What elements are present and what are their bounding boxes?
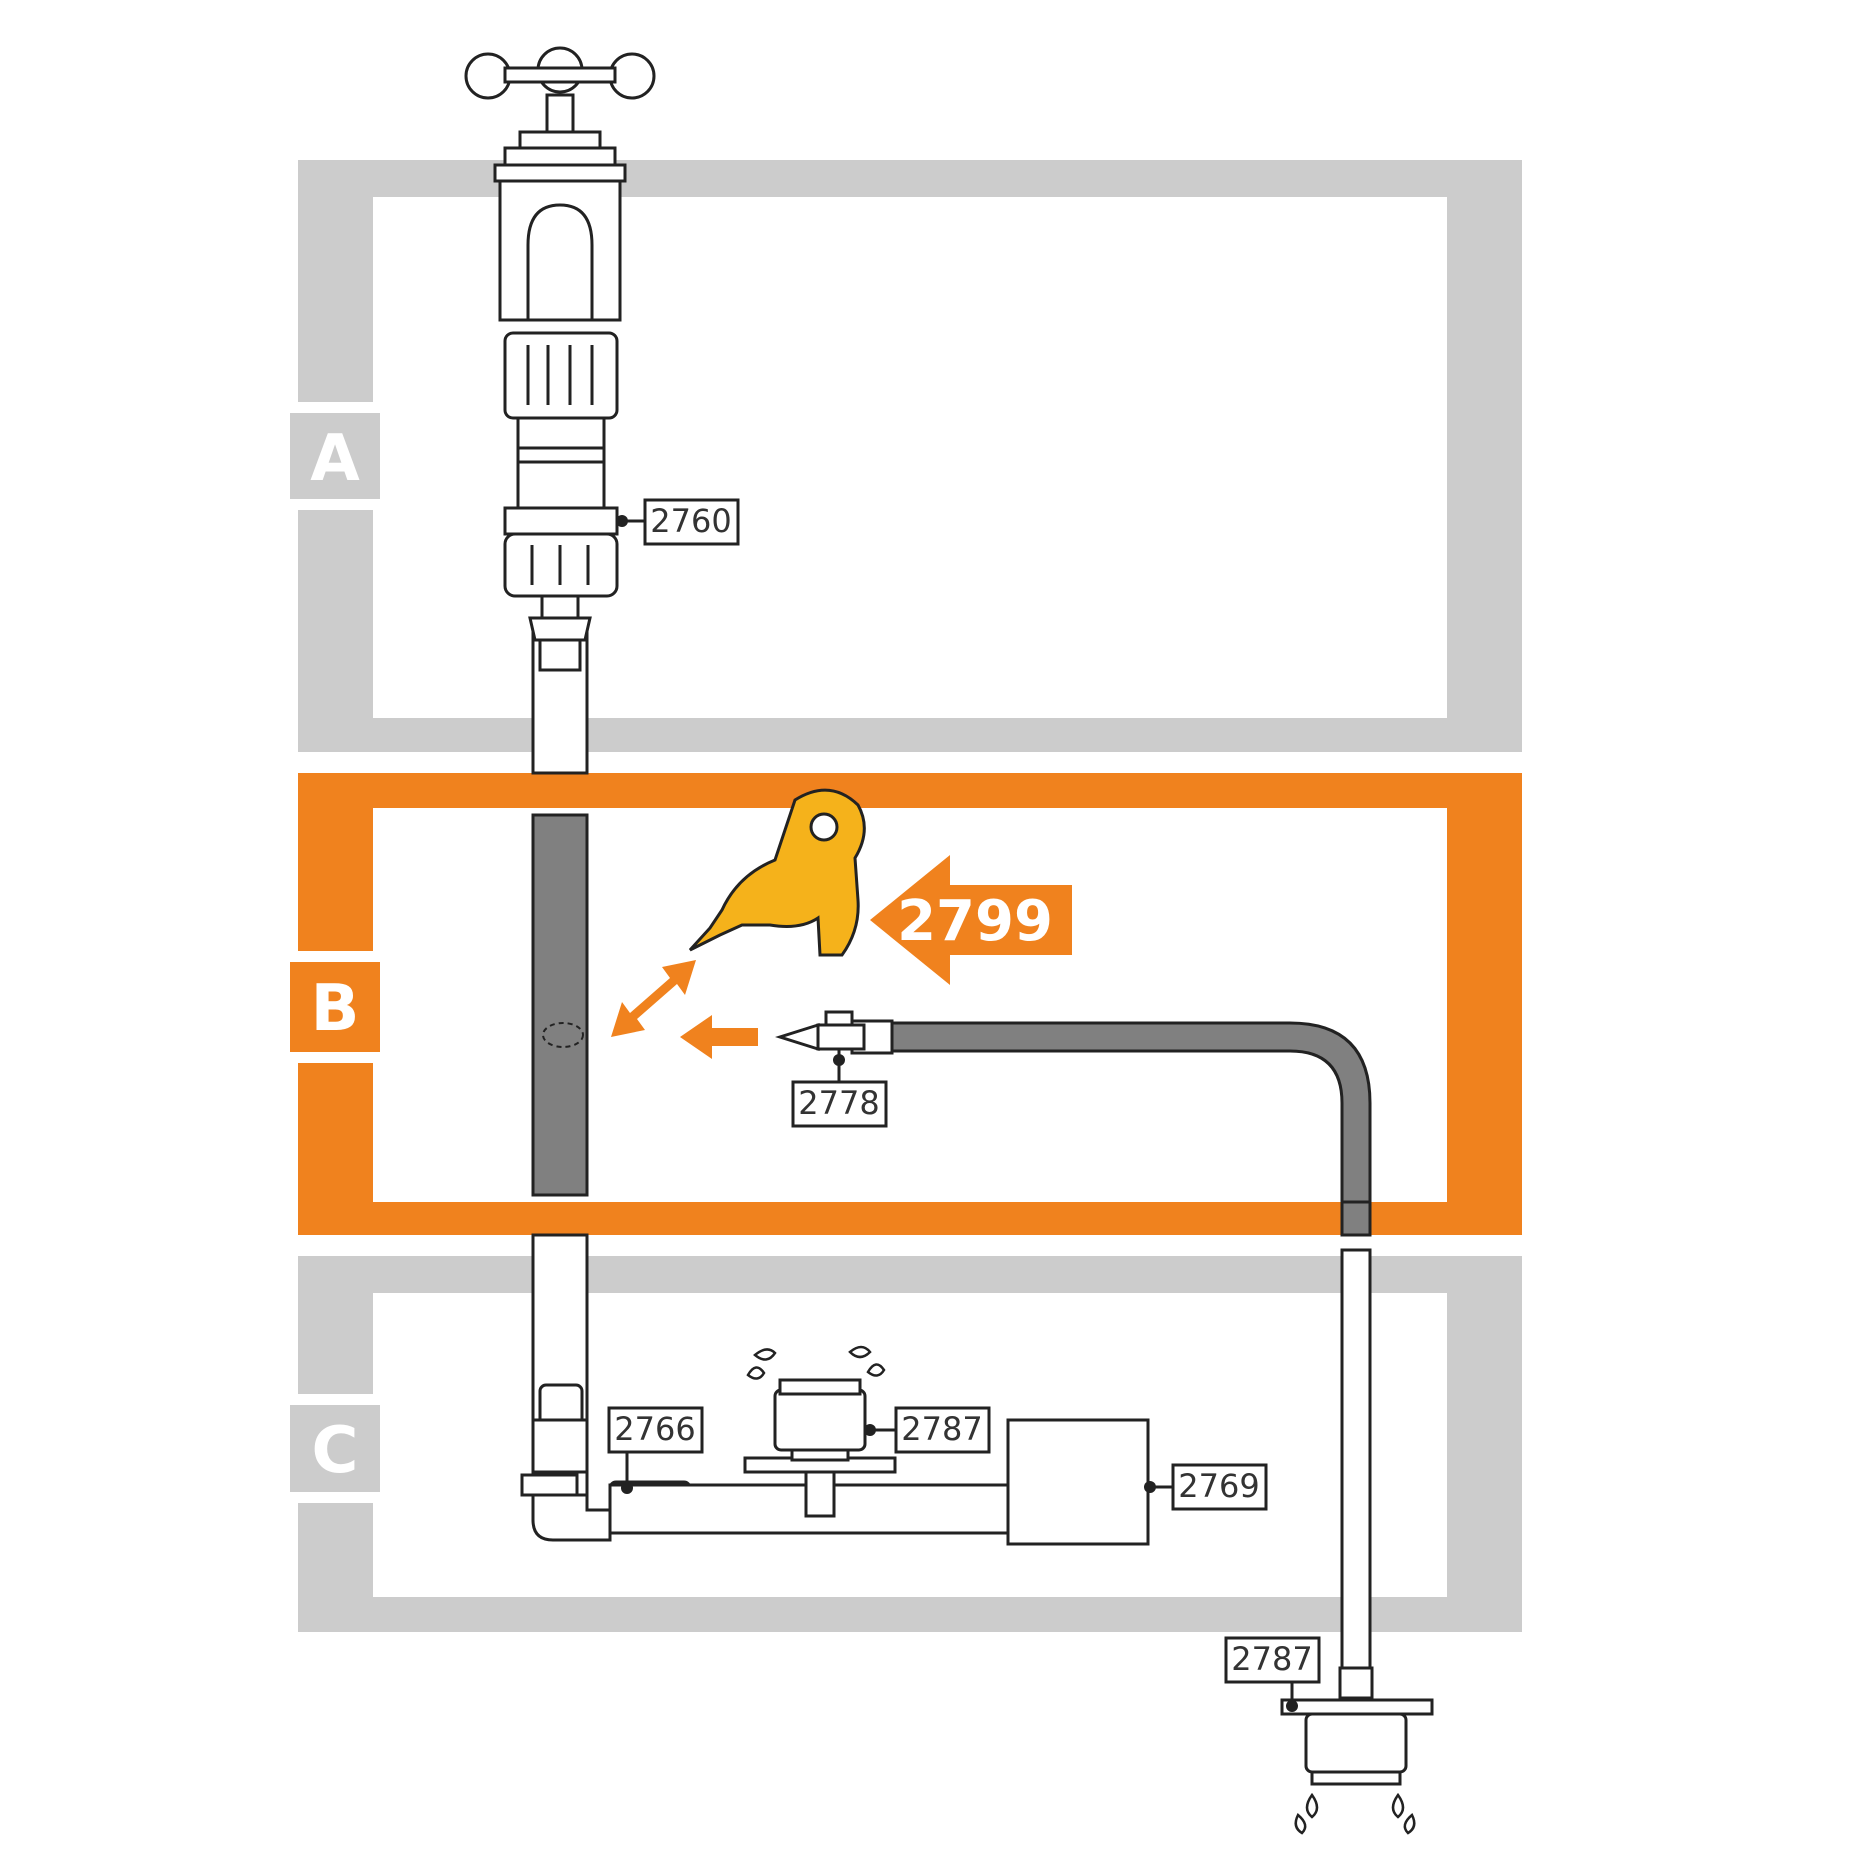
drain-valve-body (773, 1388, 867, 1452)
tool-2799-label: 2799 (897, 889, 1053, 954)
tap-nut-lower (503, 146, 617, 168)
callout-2766: 2766 (607, 1406, 704, 1494)
tool-2799-pointer-arrow-icon (870, 855, 1072, 985)
zone-b-badge-gap2 (290, 1052, 380, 1063)
tap-assembly (464, 46, 656, 672)
zone-c-badge-gap (290, 1394, 380, 1405)
water-drop-icon (753, 1348, 777, 1361)
action-arrows (611, 960, 758, 1059)
double-arrow-diagonal-icon (611, 960, 696, 1037)
callout-2778-label: 2778 (798, 1084, 879, 1122)
callout-2766-box (607, 1406, 704, 1454)
valve-2778-cap (824, 1010, 854, 1027)
zone-b-frame (298, 773, 1522, 1235)
lower-valve-body (531, 1418, 589, 1474)
water-drop-icon (866, 1363, 886, 1377)
tap-hose-clip (538, 638, 582, 672)
callout-2769-box (1171, 1463, 1268, 1511)
zone-b: B (290, 773, 1522, 1235)
water-drops-upper (746, 1345, 886, 1380)
valve-2778 (775, 1010, 894, 1072)
zone-a-badge-gap (290, 402, 380, 413)
drain-valve-outlet (804, 1470, 836, 1518)
tap-body (498, 179, 622, 322)
callout-2760-label: 2760 (650, 502, 731, 540)
water-drop-icon (746, 1366, 766, 1380)
callout-2769-dot (1144, 1481, 1156, 1493)
tap-handle-right-knob (608, 52, 656, 100)
t-handle-hole (809, 812, 839, 842)
t-handle-key-icon (688, 788, 866, 957)
pipe-hole-marker (542, 1022, 584, 1048)
water-drop-icon (1305, 1792, 1319, 1819)
zone-b-label: B (311, 972, 360, 1046)
lower-drain-bottom (1310, 1770, 1402, 1786)
right-pipe-segment-b (1340, 1200, 1372, 1237)
zone-a-badge (290, 413, 380, 499)
right-vertical-pipe (1340, 1200, 1372, 1670)
zone-c-badge (290, 1405, 380, 1492)
water-drop-icon (1391, 1792, 1405, 1819)
zone-a-label: A (310, 422, 360, 496)
zone-c: C (290, 1256, 1522, 1632)
lower-drain-valve (1280, 1666, 1434, 1786)
single-arrow-left-icon (680, 1015, 758, 1059)
callout-2787-lower: 2787 (1224, 1636, 1321, 1712)
callout-2787-lower-label: 2787 (1231, 1640, 1312, 1678)
zone-b-badge-gap (290, 951, 380, 962)
water-drop-icon (848, 1345, 872, 1359)
zone-b-badge (290, 962, 380, 1052)
zone-c-components (520, 1378, 1150, 1546)
tap-handle-left-knob (464, 52, 512, 100)
lower-drain-plate (1280, 1698, 1434, 1716)
tap-spigot (540, 594, 580, 622)
zone-a-badge-gap2 (290, 499, 380, 510)
callout-2787-upper-box (894, 1406, 991, 1454)
water-drop-icon (1294, 1813, 1307, 1835)
callout-2769-label: 2769 (1178, 1467, 1259, 1505)
tap-stem (545, 93, 575, 137)
zone-a-frame (298, 160, 1522, 752)
callout-2760: 2760 (616, 498, 740, 546)
tap-flange (493, 163, 627, 183)
callout-2769: 2769 (1144, 1463, 1268, 1511)
tool-2799: 2799 (688, 788, 1072, 985)
lower-elbow-flange (520, 1473, 579, 1497)
tap-hose-end (528, 616, 592, 642)
tap-coupling (503, 331, 619, 420)
drain-valve-collar (790, 1448, 850, 1462)
zone-c-badge-gap2 (290, 1492, 380, 1503)
callout-2766-label: 2766 (614, 1410, 695, 1448)
tap-inner-outline (526, 203, 594, 320)
zone-a: A (290, 160, 1522, 752)
lower-drain-stem (1338, 1666, 1374, 1700)
callout-2766-dot (621, 1482, 633, 1494)
horizontal-pipe-with-elbow (878, 1021, 1372, 1204)
water-drops-lower (1294, 1792, 1416, 1835)
zone-b-horizontal-pipe (878, 1021, 1372, 1204)
tank-box (1006, 1418, 1150, 1546)
valve-2778-body (816, 1023, 866, 1051)
tap-connector-ring (503, 506, 619, 536)
callout-2787-lower-box (1224, 1636, 1321, 1684)
drain-valve-top (778, 1378, 862, 1396)
callout-2787-lower-dot (1286, 1700, 1298, 1712)
callout-2778: 2778 (791, 1054, 888, 1128)
pipe-zone-b-segment (531, 813, 589, 1197)
callout-2787-upper-dot (864, 1424, 876, 1436)
callout-2778-box (791, 1080, 888, 1128)
water-drop-icon (1403, 1813, 1416, 1835)
callout-2787-upper-label: 2787 (901, 1410, 982, 1448)
right-pipe-segment-lower (1340, 1248, 1372, 1670)
callout-2760-dot (616, 515, 628, 527)
callout-2787-upper: 2787 (864, 1406, 991, 1454)
lower-elbow (531, 1493, 612, 1542)
zone-c-label: C (312, 1414, 359, 1488)
lower-drain-body (1304, 1712, 1408, 1774)
callout-2760-box (643, 498, 740, 546)
callout-2778-dot (833, 1054, 845, 1066)
valve-2778-tip (775, 1022, 820, 1052)
tap-handle-bar (503, 66, 617, 84)
